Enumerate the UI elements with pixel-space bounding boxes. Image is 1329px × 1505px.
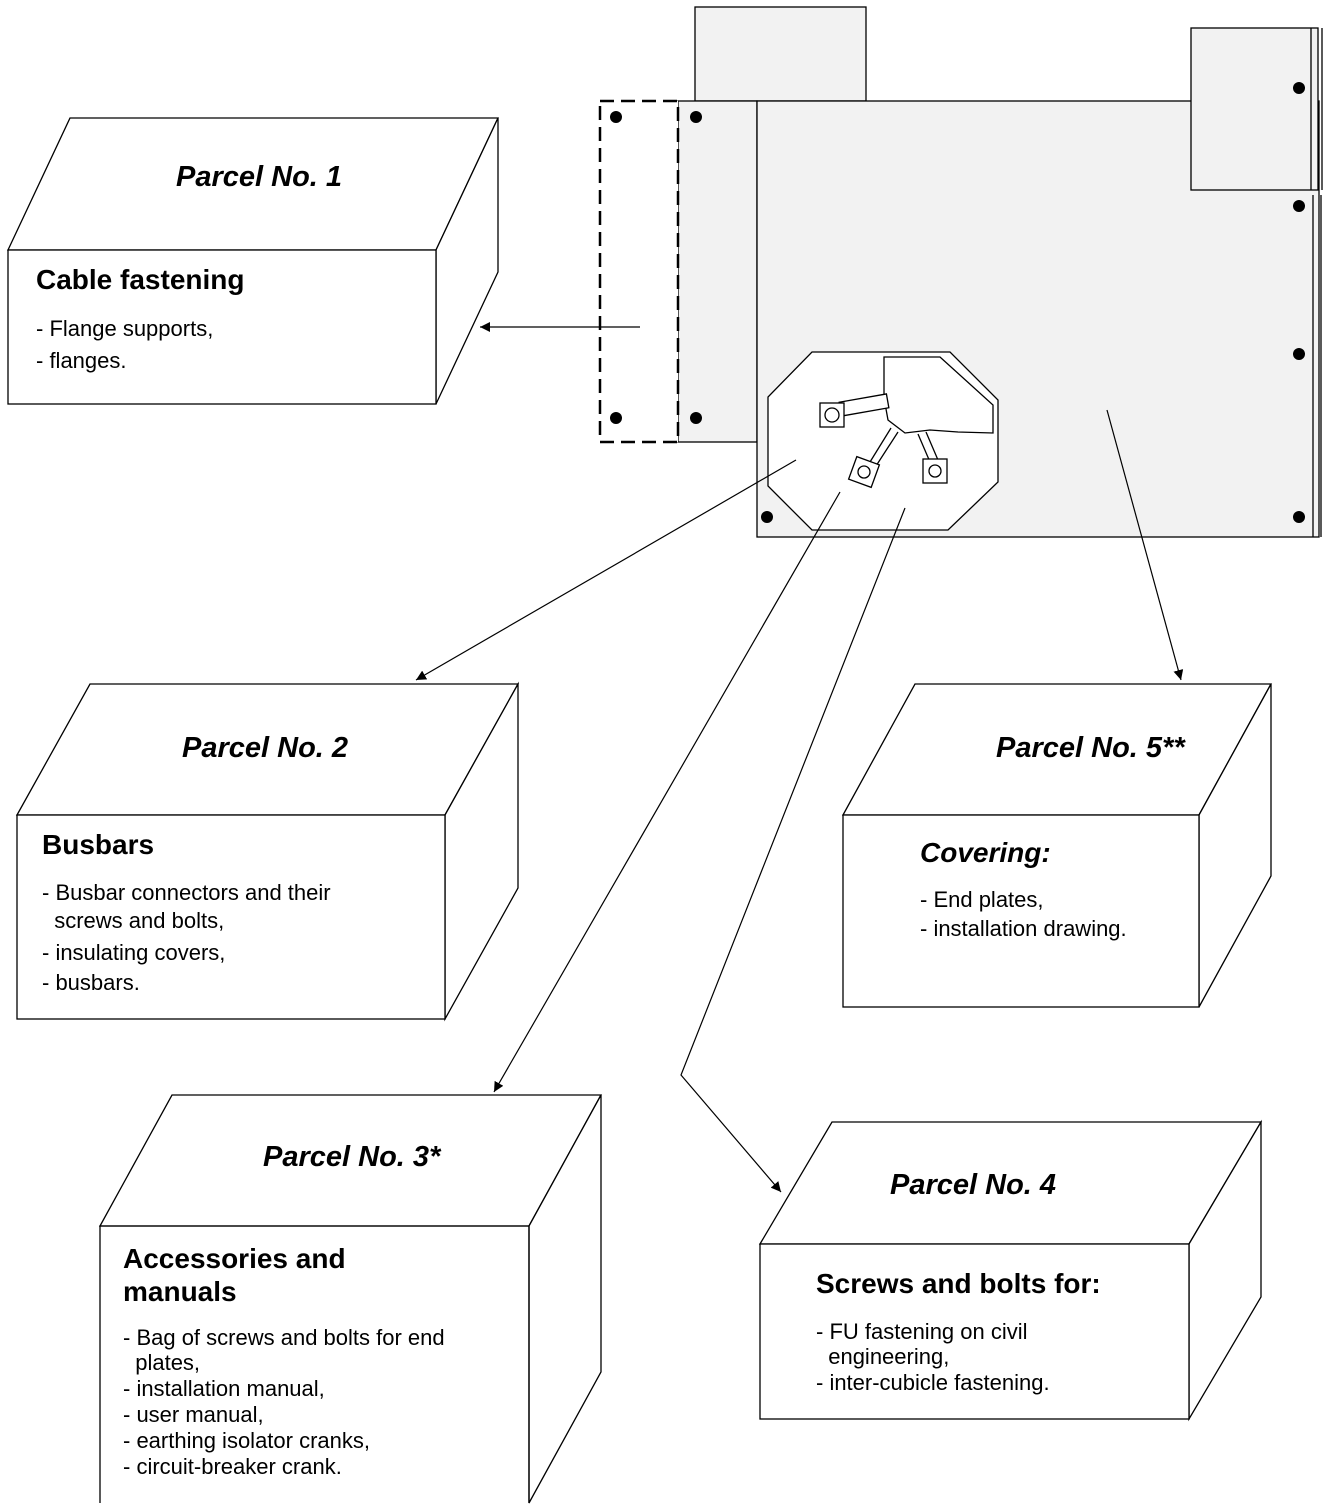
parcel-3-item: - installation manual, (123, 1376, 325, 1401)
cable-flange-zone-dashed (598, 99, 680, 444)
fixing-dot (1293, 348, 1305, 360)
fixing-dot (610, 412, 622, 424)
parcel-2-item: - insulating covers, (42, 940, 226, 965)
parcel-1-item: - Flange supports, (36, 316, 214, 341)
parcel-4-item: - inter-cubicle fastening. (816, 1370, 1050, 1395)
parcel-5-heading: Covering: (920, 837, 1051, 868)
parcel-3-item: plates, (123, 1350, 201, 1375)
top-compartment (694, 6, 867, 102)
parcel-3-heading-line: manuals (123, 1276, 237, 1307)
fixing-dots (610, 82, 1305, 523)
arrow-to-parcel-5 (1106, 409, 1184, 681)
fixing-dot (690, 111, 702, 123)
fixing-dot (610, 111, 622, 123)
parcel-3-item: - circuit-breaker crank. (123, 1454, 342, 1479)
fixing-dot (690, 412, 702, 424)
arrows (415, 322, 1184, 1193)
fixing-dot (761, 511, 773, 523)
arrow-to-parcel-2 (415, 459, 797, 681)
parcel-box-2 (15, 681, 520, 1022)
upper-right-compartment (1190, 27, 1319, 191)
fixing-dot (1293, 511, 1305, 523)
parcel-box-4 (758, 1119, 1263, 1422)
parcel-1-title: Parcel No. 1 (176, 161, 343, 193)
arrow-to-parcel-4 (680, 507, 906, 1193)
parcel-2-item: screws and bolts, (42, 908, 225, 933)
arrow-to-parcel-3 (493, 491, 841, 1093)
parcel-5-item: - installation drawing. (920, 916, 1127, 941)
parcel-4-item: - FU fastening on civil (816, 1319, 1028, 1344)
parcel-2-item: - busbars. (42, 970, 140, 995)
parcel-box-3 (98, 1094, 603, 1504)
parcel-3-title: Parcel No. 3* (263, 1141, 441, 1173)
parcel-3-item: - Bag of screws and bolts for end (123, 1325, 445, 1350)
parcel-2-heading: Busbars (42, 829, 155, 860)
parcel-1-item: - flanges. (36, 348, 127, 373)
parcel-5-title: Parcel No. 5** (996, 732, 1185, 764)
parcel-4-item: engineering, (816, 1344, 950, 1369)
busbar-cutout (767, 351, 999, 531)
parcel-5-item: - End plates, (920, 887, 1044, 912)
parcel-3-item: - user manual, (123, 1402, 264, 1427)
fixing-dot (1293, 200, 1305, 212)
parcel-2-item: - Busbar connectors and their (42, 880, 331, 905)
parcel-1-heading: Cable fastening (36, 264, 245, 295)
parcel-4-heading: Screws and bolts for: (816, 1268, 1101, 1299)
parcel-2-title: Parcel No. 2 (182, 732, 349, 764)
parcel-box-5 (841, 683, 1273, 1008)
parcel-3-item: - earthing isolator cranks, (123, 1428, 370, 1453)
parcel-box-1 (6, 117, 500, 405)
fixing-dot (1293, 82, 1305, 94)
parcel-4-title: Parcel No. 4 (890, 1169, 1057, 1201)
cubicle-drawing (598, 6, 1323, 538)
parcel-3-heading-line: Accessories and (123, 1243, 346, 1274)
left-side-panel (677, 100, 758, 443)
